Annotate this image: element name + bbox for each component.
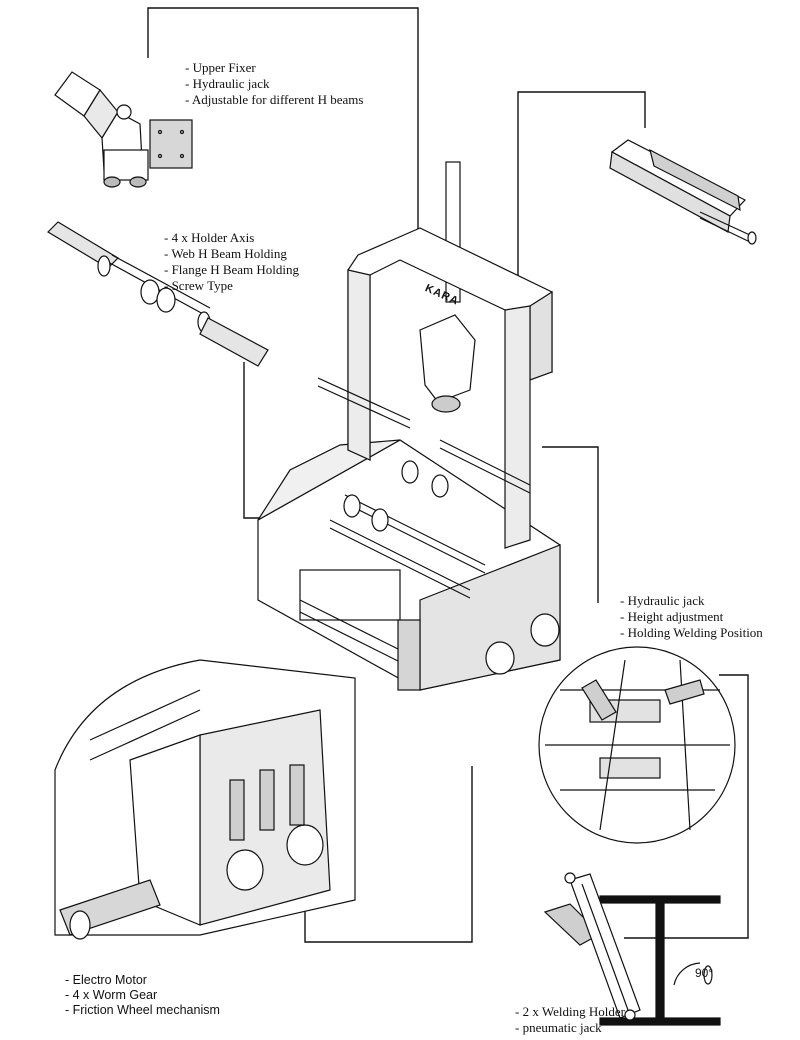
callout-line: - Screw Type (164, 278, 233, 293)
welding-position-detail (538, 646, 736, 844)
guide-rail-illustration (609, 139, 757, 245)
height-adjust-callout: - Hydraulic jack- Height adjustment- Hol… (620, 593, 763, 641)
callout-line: - Upper Fixer (185, 60, 256, 75)
callout-line: - Adjustable for different H beams (185, 92, 364, 107)
callout-line: - Friction Wheel mechanism (65, 1003, 220, 1017)
callout-line: - Hydraulic jack (185, 76, 270, 91)
callout-line: - 4 x Worm Gear (65, 988, 158, 1002)
callout-line: - Flange H Beam Holding (164, 262, 300, 277)
upper-fixer-callout: - Upper Fixer- Hydraulic jack- Adjustabl… (185, 60, 363, 108)
callout-line: - pneumatic jack (515, 1020, 602, 1035)
callout-line: - 2 x Welding Holder (515, 1004, 625, 1019)
callout-line: - Height adjustment (620, 609, 724, 624)
callout-line: - Web H Beam Holding (164, 246, 287, 261)
welding-holder-illustration (543, 872, 641, 1021)
holder-axis-callout: - 4 x Holder Axis- Web H Beam Holding- F… (164, 230, 299, 294)
upper-fixer-illustration (54, 71, 193, 188)
welding-holder-callout: - 2 x Welding Holder- pneumatic jack (515, 1004, 625, 1036)
gearbox-detail (54, 659, 356, 940)
main-machine-illustration (257, 161, 561, 691)
leader-lines (147, 7, 749, 943)
callout-line: - Electro Motor (65, 973, 147, 987)
holder-axis-illustration (47, 221, 269, 367)
callout-line: - Hydraulic jack (620, 593, 705, 608)
motor-callout: - Electro Motor- 4 x Worm Gear- Friction… (65, 973, 220, 1018)
angle-label: 90° (695, 966, 714, 980)
callout-line: - Holding Welding Position (620, 625, 763, 640)
callout-line: - 4 x Holder Axis (164, 230, 255, 245)
